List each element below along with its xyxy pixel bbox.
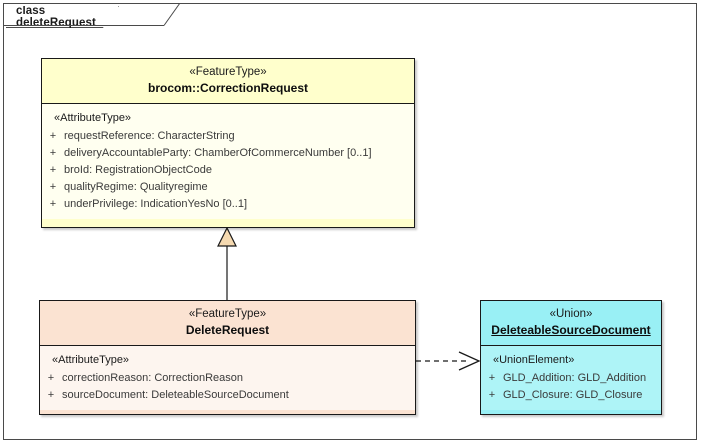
attribute-row[interactable]: + sourceDocument: DeleteableSourceDocume…	[40, 387, 415, 404]
attribute-label: broId: RegistrationObjectCode	[64, 164, 212, 176]
attribute-row[interactable]: + underPrivilege: IndicationYesNo [0..1]	[42, 196, 414, 213]
class-attributes-delete-request: «AttributeType» + correctionReason: Corr…	[40, 346, 415, 410]
class-attributes-deleteable-source-document: «UnionElement» + GLD_Addition: GLD_Addit…	[481, 346, 661, 410]
class-name: brocom::CorrectionRequest	[147, 81, 308, 95]
class-box-correction-request[interactable]: «FeatureType» brocom::CorrectionRequest …	[41, 58, 415, 228]
attribute-visibility: +	[49, 147, 57, 159]
attribute-label: deliveryAccountableParty: ChamberOfComme…	[64, 147, 372, 159]
attribute-row[interactable]: + requestReference: CharacterString	[42, 128, 414, 145]
attribute-compartment-stereotype: «UnionElement»	[493, 354, 575, 366]
class-box-deleteable-source-document[interactable]: «Union» DeleteableSourceDocument «UnionE…	[480, 300, 662, 415]
attribute-row[interactable]: + GLD_Closure: GLD_Closure	[481, 387, 661, 404]
class-name: DeleteableSourceDocument	[491, 323, 651, 337]
attribute-label: GLD_Closure: GLD_Closure	[503, 389, 643, 401]
class-box-delete-request[interactable]: «FeatureType» DeleteRequest «AttributeTy…	[39, 300, 416, 415]
class-stereotype: «FeatureType»	[188, 308, 267, 320]
attribute-visibility: +	[47, 389, 55, 401]
attribute-label: sourceDocument: DeleteableSourceDocument	[62, 389, 289, 401]
class-header-delete-request: «FeatureType» DeleteRequest	[40, 301, 415, 346]
attribute-visibility: +	[49, 164, 57, 176]
attribute-compartment-stereotype: «AttributeType»	[52, 354, 130, 366]
attribute-label: GLD_Addition: GLD_Addition	[503, 372, 647, 384]
attribute-compartment-stereotype: «AttributeType»	[54, 112, 132, 124]
attribute-visibility: +	[488, 372, 496, 384]
attribute-row[interactable]: + GLD_Addition: GLD_Addition	[481, 370, 661, 387]
attribute-row[interactable]: + qualityRegime: Qualityregime	[42, 179, 414, 196]
attribute-visibility: +	[488, 389, 496, 401]
attribute-visibility: +	[49, 130, 57, 142]
class-stereotype: «FeatureType»	[189, 66, 267, 78]
attribute-label: underPrivilege: IndicationYesNo [0..1]	[64, 198, 248, 210]
class-attributes-correction-request: «AttributeType» + requestReference: Char…	[42, 104, 414, 219]
attribute-row[interactable]: + correctionReason: CorrectionReason	[40, 370, 415, 387]
attribute-label: correctionReason: CorrectionReason	[62, 372, 243, 384]
diagram-frame-tab-label-box: class deleteRequest	[6, 6, 119, 28]
attribute-visibility: +	[47, 372, 55, 384]
diagram-title: class deleteRequest	[16, 4, 96, 29]
attribute-label: requestReference: CharacterString	[64, 130, 235, 142]
attribute-label: qualityRegime: Qualityregime	[64, 181, 208, 193]
attribute-row[interactable]: + broId: RegistrationObjectCode	[42, 162, 414, 179]
class-stereotype: «Union»	[549, 308, 593, 320]
class-header-correction-request: «FeatureType» brocom::CorrectionRequest	[42, 59, 414, 104]
class-name: DeleteRequest	[185, 323, 270, 337]
attribute-visibility: +	[49, 181, 57, 193]
class-header-deleteable-source-document: «Union» DeleteableSourceDocument	[481, 301, 661, 346]
attribute-row[interactable]: + deliveryAccountableParty: ChamberOfCom…	[42, 145, 414, 162]
diagram-frame	[3, 3, 697, 440]
attribute-visibility: +	[49, 198, 57, 210]
